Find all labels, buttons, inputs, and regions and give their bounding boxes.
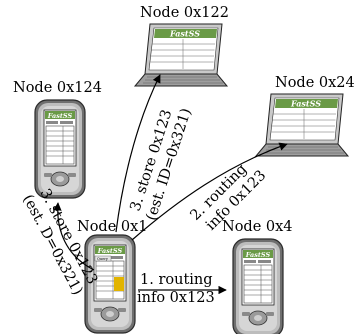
node-0x124-app-logo: FastSS (47, 112, 73, 120)
node-0x24-app-logo: FastSS (290, 99, 321, 109)
node-0x122-app-logo: FastSS (169, 29, 200, 39)
node-0x24-device: FastSS (255, 93, 349, 157)
node-0x4-label: Node 0x4 (222, 219, 293, 235)
node-0x1-label: Node 0x1 (77, 219, 148, 235)
node-0x1-app-logo: FastSS (97, 247, 123, 255)
node-0x1-device: FastSS Query (84, 234, 136, 334)
node-0x1-query-label: Query (97, 257, 108, 261)
arrow-0x1-to-0x122 (115, 74, 161, 233)
edge-0x4-line1: 1. routing (140, 272, 213, 288)
node-0x1-query-button (94, 255, 112, 262)
node-0x1-indicator (114, 277, 124, 291)
node-0x124-label: Node 0x124 (13, 80, 102, 96)
node-0x24-label: Node 0x24 (275, 75, 355, 91)
node-0x124-device: FastSS (34, 99, 86, 199)
node-0x4-device: FastSS (232, 238, 284, 334)
edge-0x4-line2: info 0x123 (137, 290, 215, 306)
node-0x122-device: FastSS (134, 23, 228, 87)
node-0x122-label: Node 0x122 (140, 5, 229, 21)
arrow-0x1-to-0x124 (53, 202, 95, 271)
node-0x4-app-logo: FastSS (245, 251, 271, 259)
arrow-0x1-to-0x24 (131, 142, 288, 241)
